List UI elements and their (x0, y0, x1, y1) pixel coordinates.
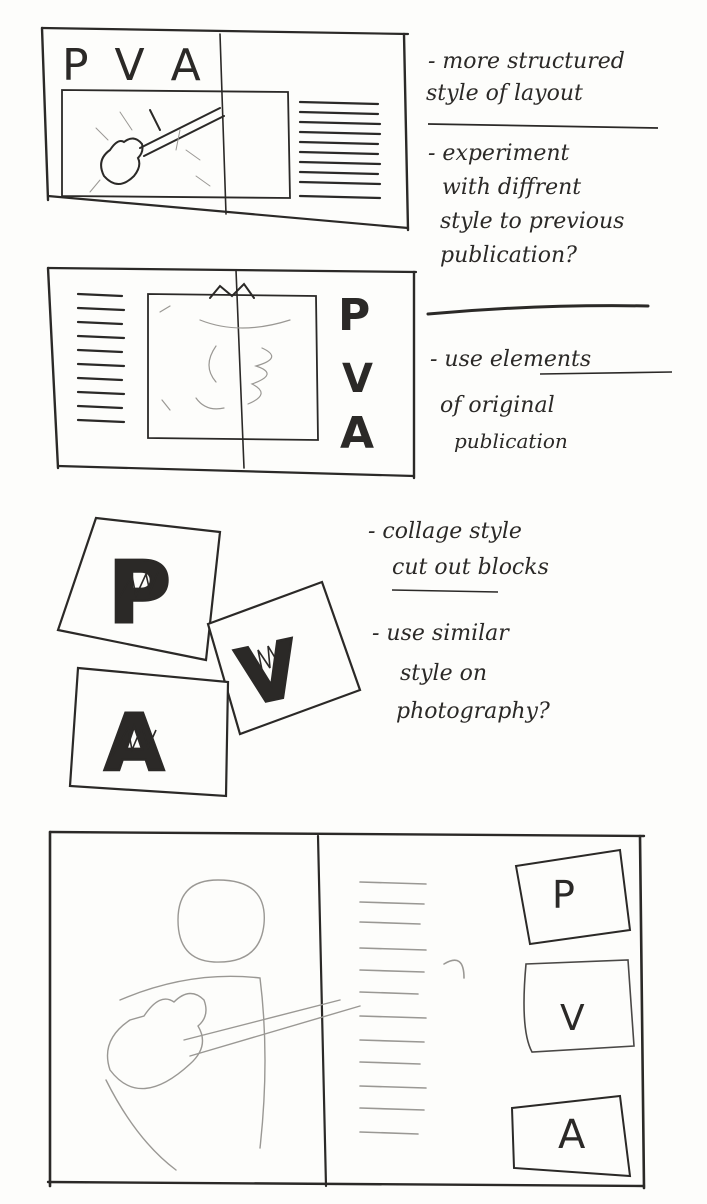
note-divider-2 (426, 304, 650, 316)
block-a (68, 666, 230, 798)
frame-top (48, 830, 646, 838)
letter-v: V (342, 356, 373, 402)
text-column (298, 100, 382, 200)
note-divider-1 (427, 123, 659, 129)
spread-fold (316, 834, 328, 1188)
mini-letter-a: A (558, 1112, 586, 1158)
note-1-line-2: style of layout (426, 81, 583, 106)
frame-left (46, 266, 60, 470)
frame-bottom (46, 194, 410, 230)
guitar-icon (100, 107, 225, 185)
frame-right (402, 32, 410, 232)
notes-3: - collage style cut out blocks - use sim… (368, 519, 550, 724)
frame-bottom (56, 464, 416, 478)
notes-2: - use elements of original publication (430, 347, 673, 453)
note-1-line-3: - experiment (428, 141, 570, 166)
frame-right (638, 834, 646, 1190)
mini-block-p (514, 848, 632, 946)
portrait-sketch (159, 305, 291, 411)
mini-block-a (510, 1094, 632, 1178)
frame-top (40, 26, 410, 36)
note-1-line-6: publication? (440, 243, 577, 268)
mini-letter-p: P (552, 873, 575, 917)
photo-box (147, 293, 319, 441)
note-3-line-2: cut out blocks (392, 555, 549, 580)
pva-logo: P V A (62, 40, 207, 91)
light-rays (89, 111, 211, 193)
block-v (206, 580, 362, 736)
note-1-line-4: with diffrent (442, 175, 581, 200)
frame-left (40, 26, 50, 202)
note-2-line-2: of original (440, 393, 555, 418)
text-column (76, 292, 126, 424)
note-3-line-4: style on (400, 661, 487, 686)
notes-1: - more structured style of layout - expe… (426, 49, 659, 268)
mini-block-v (523, 959, 635, 1053)
hair-scribble (209, 282, 255, 299)
collage-blocks (56, 516, 362, 798)
layout-spread (46, 830, 646, 1190)
thumbnail-1 (40, 26, 410, 232)
underline-elements (539, 371, 673, 375)
note-1-line-5: style to previous (440, 209, 624, 234)
spread-fold (235, 269, 245, 469)
text-column (359, 881, 465, 1135)
thumbnail-2 (46, 266, 650, 480)
frame-top (46, 266, 418, 274)
figure-sketch (105, 879, 361, 1171)
note-3-line-5: photography? (396, 699, 550, 724)
frame-bottom (46, 1180, 646, 1188)
letter-p: P (338, 290, 370, 341)
underline-cut-out (391, 589, 499, 593)
letter-a: A (340, 408, 374, 459)
note-1-line-1: - more structured (428, 49, 625, 74)
note-2-line-3: publication (454, 429, 568, 453)
mini-letter-v: V (560, 998, 585, 1039)
spread-fold (219, 33, 227, 215)
note-3-line-1: - collage style (368, 519, 522, 544)
note-2-line-1: - use elements (430, 347, 591, 372)
hatch-scribbles (111, 571, 281, 757)
photo-box (61, 89, 291, 199)
collage-letter-p: P (108, 543, 171, 643)
note-3-line-3: - use similar (372, 621, 510, 646)
